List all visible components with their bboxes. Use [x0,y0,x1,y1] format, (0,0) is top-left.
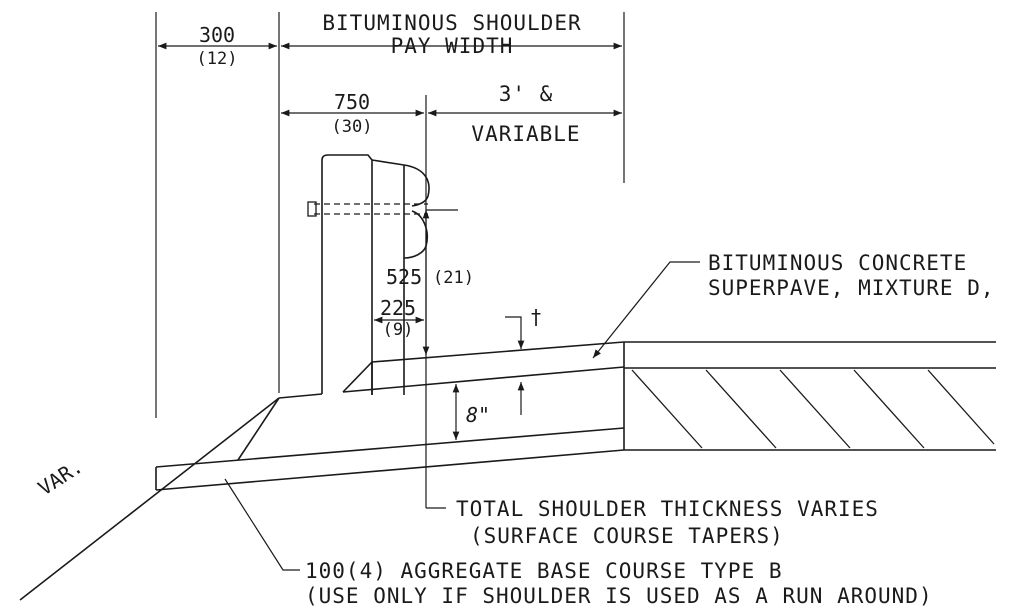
dim-8-inch: 8" [466,403,490,427]
slope-label: VAR. [34,454,87,500]
note-shoulder-thickness: TOTAL SHOULDER THICKNESS VARIES [456,497,879,521]
dim-525: 525 [386,265,422,289]
dim-3ft: 3' & [499,82,554,106]
pavement-hatching [631,369,995,449]
dim-300: 300 [199,23,235,47]
shoulder-pay-width-line2: PAY WIDTH [391,34,514,58]
note-aggregate-base: 100(4) AGGREGATE BASE COURSE TYPE B [305,559,783,583]
note-superpave-mixture: SUPERPAVE, MIXTURE D, [708,276,995,300]
pavement-section [19,341,996,601]
dim-225-inches: (9) [383,320,414,340]
dim-225: 225 [380,296,416,320]
note-bituminous-concrete: BITUMINOUS CONCRETE [708,251,967,275]
dim-750-inches: (30) [332,117,373,137]
dim-525-inches: (21) [433,268,474,288]
leader-lines [224,261,700,571]
dim-300-inches: (12) [197,49,238,69]
dim-variable: VARIABLE [471,122,580,146]
guardrail-assembly [307,154,430,395]
note-surface-tapers: (SURFACE COURSE TAPERS) [470,524,784,548]
dagger-note-mark: † [530,305,542,329]
dimension-lines [158,42,622,440]
labels: 300 (12) BITUMINOUS SHOULDER PAY WIDTH 7… [34,11,995,608]
note-run-around: (USE ONLY IF SHOULDER IS USED AS A RUN A… [305,584,933,608]
shoulder-pay-width-line1: BITUMINOUS SHOULDER [322,11,581,35]
dim-750: 750 [334,90,370,114]
